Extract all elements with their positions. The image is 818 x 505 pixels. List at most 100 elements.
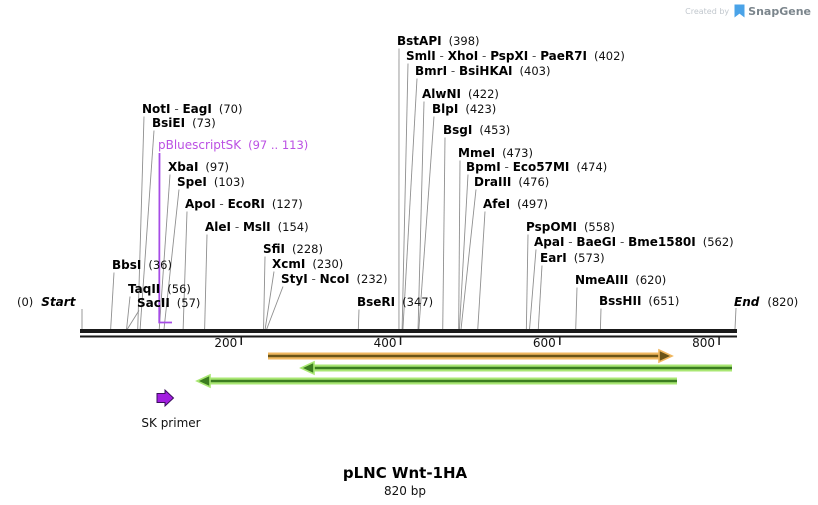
site-label[interactable]: BbsI(36)	[112, 259, 172, 272]
enzyme-separator: -	[447, 64, 460, 78]
created-by-text: Created by	[685, 6, 730, 16]
enzyme-name: BseRI	[357, 295, 396, 309]
site-label[interactable]: SacII(57)	[137, 297, 200, 310]
site-callout-line	[442, 137, 446, 330]
site-position: (73)	[192, 116, 216, 130]
site-position: (558)	[583, 220, 615, 234]
sk-primer-label[interactable]: SK primer	[141, 416, 201, 430]
site-callout-line	[204, 234, 208, 330]
site-callout-line	[599, 308, 602, 330]
site-label[interactable]: BseRI(347)	[357, 296, 433, 309]
site-position: (476)	[518, 175, 550, 189]
enzyme-name: EagI	[182, 102, 212, 116]
site-callout-line	[477, 211, 486, 330]
site-callout-line	[110, 272, 115, 330]
site-callout-line	[182, 211, 188, 330]
enzyme-name: NmeAIII	[575, 273, 629, 287]
site-label[interactable]: BstAPI(398)	[397, 35, 480, 48]
map-bar-bottom	[80, 335, 737, 338]
enzyme-name: XbaI	[168, 160, 199, 174]
site-label[interactable]: XcmI (230)	[272, 258, 343, 271]
site-position: (497)	[517, 197, 549, 211]
site-callout-line	[537, 265, 543, 330]
primer-region-bracket[interactable]	[158, 152, 172, 324]
enzyme-name: MmeI	[458, 146, 496, 160]
site-label[interactable]: SpeI(103)	[177, 176, 245, 189]
site-position: (103)	[213, 175, 245, 189]
enzyme-name: SmlI	[406, 49, 436, 63]
site-callout-line	[402, 78, 418, 330]
ruler-tick-label: 400	[373, 336, 397, 350]
site-position: (562)	[702, 235, 734, 249]
enzyme-name: ApoI	[185, 197, 216, 211]
site-position: (402)	[593, 49, 625, 63]
site-label[interactable]: SfiI(228)	[263, 243, 323, 256]
site-label[interactable]: AfeI(497)	[483, 198, 548, 211]
site-callout-line	[459, 174, 469, 330]
enzyme-name: PspXI	[490, 49, 529, 63]
enzyme-name: DraIII	[474, 175, 512, 189]
site-label[interactable]: BsiEI(73)	[152, 117, 216, 130]
site-label[interactable]: BlpI (423)	[432, 103, 496, 116]
site-position: (422)	[468, 87, 499, 101]
ruler-tick-label: 600	[532, 336, 556, 350]
site-label[interactable]: BpmI - Eco57MI(474)	[466, 161, 607, 174]
site-label[interactable]: PspOMI (558)	[526, 221, 615, 234]
enzyme-name: BpmI	[466, 160, 501, 174]
site-label[interactable]: XbaI(97)	[168, 161, 229, 174]
site-position: (230)	[312, 257, 344, 271]
map-title: pLNC Wnt-1HA	[342, 464, 468, 482]
site-callout-line	[575, 287, 578, 330]
site-label[interactable]: MmeI(473)	[458, 147, 533, 160]
snapgene-watermark: Created by SnapGene	[685, 4, 811, 18]
site-label[interactable]: AlwNI(422)	[422, 88, 499, 101]
end-position: (820)	[767, 295, 799, 309]
enzyme-name: EarI	[540, 251, 567, 265]
site-label[interactable]: ApoI - EcoRI(127)	[185, 198, 303, 211]
site-position: (651)	[648, 294, 680, 308]
site-label[interactable]: EarI(573)	[540, 252, 605, 265]
site-position: (232)	[356, 272, 388, 286]
site-label[interactable]: BmrI - BsiHKAI(403)	[415, 65, 550, 78]
enzyme-separator: -	[528, 49, 541, 63]
enzyme-name: NotI	[142, 102, 171, 116]
enzyme-separator: -	[231, 220, 243, 234]
site-callout-line	[418, 116, 435, 330]
site-label[interactable]: AleI - MslI(154)	[205, 221, 309, 234]
site-label[interactable]: NmeAIII(620)	[575, 274, 666, 287]
site-position: (70)	[218, 102, 243, 116]
site-label[interactable]: StyI - NcoI(232)	[281, 273, 387, 286]
enzyme-name: BlpI	[432, 102, 459, 116]
start-label: (0)Start	[17, 296, 75, 309]
enzyme-name: AleI	[205, 220, 232, 234]
site-position: (36)	[148, 258, 172, 272]
enzyme-name: NcoI	[319, 272, 350, 286]
primer-region-label[interactable]: pBluescriptSK(97 .. 113)	[158, 139, 308, 152]
enzyme-name: XcmI	[272, 257, 306, 271]
site-label[interactable]: NotI - EagI (70)	[142, 103, 242, 116]
feature-arrow-green-top-head	[299, 360, 315, 376]
enzyme-name: PspOMI	[526, 220, 577, 234]
feature-arrow-orange-head	[658, 348, 674, 364]
enzyme-separator: -	[170, 102, 183, 116]
enzyme-name: XhoI	[447, 49, 479, 63]
site-label[interactable]: SmlI - XhoI - PspXI - PaeR7I(402)	[406, 50, 625, 63]
enzyme-name: BstAPI	[397, 34, 442, 48]
site-callout-line	[525, 234, 529, 330]
site-label[interactable]: BsgI(453)	[443, 124, 510, 137]
site-position: (423)	[465, 102, 497, 116]
feature-arrow-green-bottom-head	[195, 373, 211, 389]
enzyme-name: EcoRI	[227, 197, 265, 211]
site-label[interactable]: ApaI - BaeGI - Bme1580I(562)	[534, 236, 734, 249]
site-position: (127)	[271, 197, 303, 211]
site-label[interactable]: TaqII(56)	[128, 283, 191, 296]
enzyme-separator: -	[435, 49, 448, 63]
site-callout-line	[137, 116, 145, 330]
primer-name: pBluescriptSK	[158, 138, 242, 152]
ruler-tick-label: 200	[214, 336, 238, 350]
site-label[interactable]: BssHII(651)	[599, 295, 679, 308]
sk-primer-arrow[interactable]	[156, 388, 175, 408]
site-label[interactable]: DraIII (476)	[474, 176, 549, 189]
